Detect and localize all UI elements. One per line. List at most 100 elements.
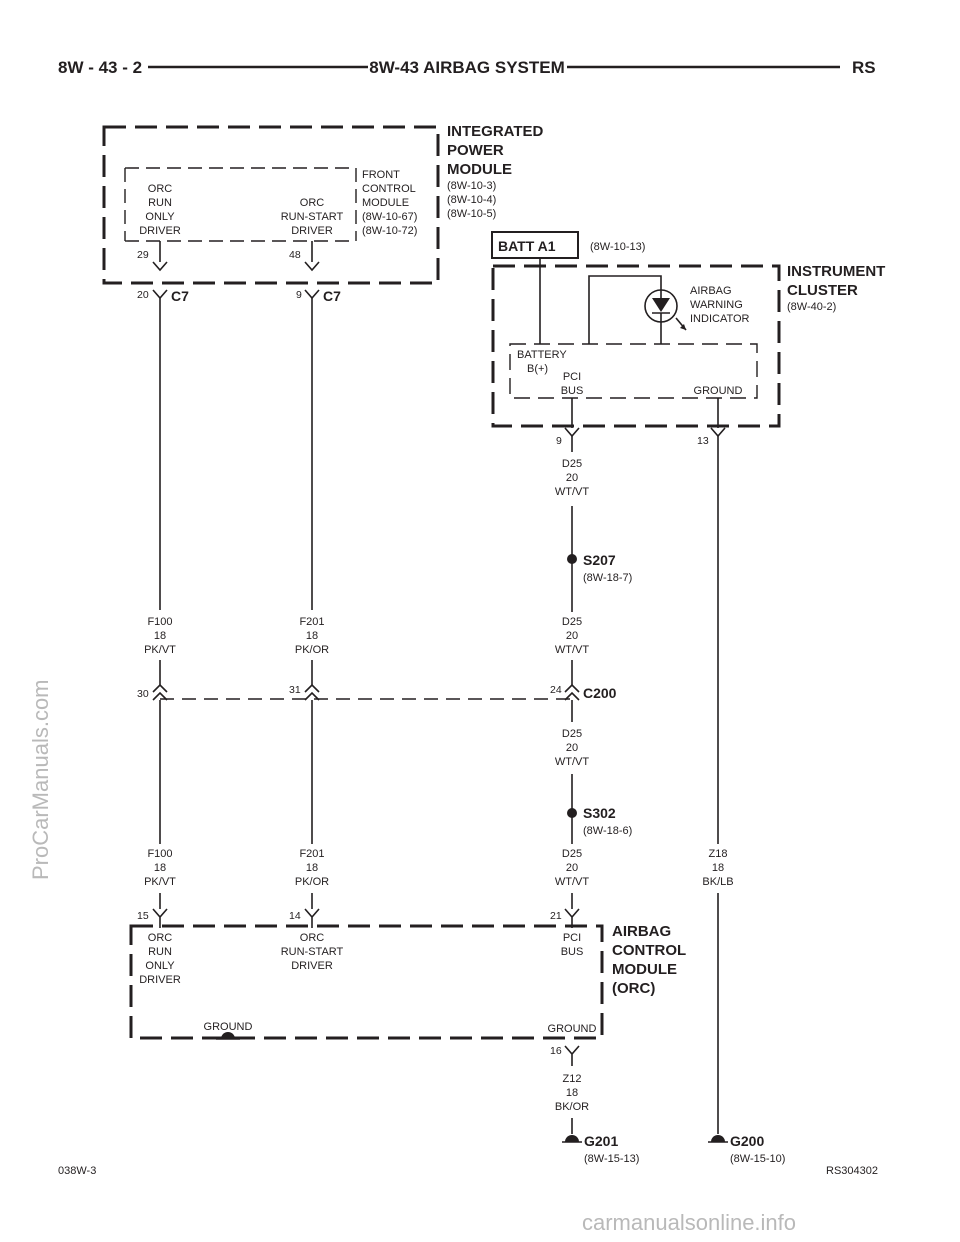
c200-label: C200 (583, 685, 617, 701)
orc-pin-14-terminal (304, 908, 320, 928)
cluster-battery-label-2: B(+) (527, 363, 548, 375)
d25-seg2-gauge: 20 (566, 630, 578, 642)
c200-pin-31: 31 (289, 684, 301, 696)
c7-label-b: C7 (323, 288, 341, 304)
footer-figure-code: 038W-3 (58, 1165, 96, 1177)
ipm-title-2: POWER (447, 142, 504, 159)
f100-upper-color: PK/VT (144, 644, 176, 656)
g200-label: G200 (730, 1133, 764, 1149)
ipm-driver-a-4: DRIVER (139, 225, 181, 237)
integrated-power-module: INTEGRATED POWER MODULE (8W-10-3) (8W-10… (102, 123, 544, 285)
ipm-driver-b-1: ORC (300, 197, 325, 209)
orc-driver-b-3: DRIVER (291, 960, 333, 972)
orc-pin-15: 15 (137, 910, 149, 922)
d25-seg3-color: WT/VT (555, 756, 589, 768)
cluster-boundary (491, 264, 781, 428)
ipm-title-1: INTEGRATED (447, 123, 544, 140)
orc-ground-right-label: GROUND (548, 1023, 597, 1035)
f201-lower-color: PK/OR (295, 876, 329, 888)
batt-a1-box (491, 231, 579, 259)
ipm-ref-1: (8W-10-3) (447, 180, 496, 192)
orc-pin-15-terminal (152, 908, 168, 928)
d25-seg4-color: WT/VT (555, 876, 589, 888)
f201-upper-circuit: F201 (299, 616, 324, 628)
airbag-warning-lamp-icon (644, 288, 687, 331)
ipm-pin-a: 29 (137, 249, 149, 261)
cluster-ground-label: GROUND (694, 385, 743, 397)
header-title: 8W-43 AIRBAG SYSTEM (369, 58, 565, 77)
c7-label-a: C7 (171, 288, 189, 304)
orc-driver-b-1: ORC (300, 932, 325, 944)
orc-driver-a-3: ONLY (145, 960, 175, 972)
instrument-cluster: INSTRUMENT CLUSTER (8W-40-2) AIRBAG WARN… (491, 263, 885, 428)
cluster-pin-pci: 9 (556, 435, 562, 447)
orc-title-2: CONTROL (612, 942, 686, 959)
z18-circuit: Z18 (709, 848, 728, 860)
header-section: RS (852, 58, 876, 77)
batt-a1-ref: (8W-10-13) (590, 241, 645, 253)
s207-label: S207 (583, 552, 616, 568)
g201-label: G201 (584, 1133, 618, 1149)
cluster-pci-label-1: PCI (563, 371, 581, 383)
c7-pin-b-terminal-top (304, 241, 320, 272)
cluster-ref: (8W-40-2) (787, 301, 836, 313)
d25-seg1-gauge: 20 (566, 472, 578, 484)
ipm-driver-b-2: RUN-START (281, 211, 344, 223)
airbag-control-module: AIRBAG CONTROL MODULE (ORC) ORC RUN ONLY… (129, 923, 686, 1040)
c200-connector: 30 31 24 C200 (137, 683, 617, 701)
batt-a1-label: BATT A1 (498, 238, 556, 254)
f100-lower-color: PK/VT (144, 876, 176, 888)
f201-lower-gauge: 18 (306, 862, 318, 874)
orc-driver-a-1: ORC (148, 932, 173, 944)
z12-color: BK/OR (555, 1101, 589, 1113)
airbag-indicator-label-1: AIRBAG (690, 285, 732, 297)
ipm-driver-a-1: ORC (148, 183, 173, 195)
orc-pin-16-terminal (564, 1045, 580, 1066)
g201-ref: (8W-15-13) (584, 1153, 639, 1165)
c7-pin-b-terminal-bottom (304, 289, 320, 300)
cluster-pci-terminal (564, 398, 580, 438)
fcm-label-2: CONTROL (362, 183, 416, 195)
fcm-label-4: (8W-10-67) (362, 211, 417, 223)
s207-splice-dot (567, 554, 577, 564)
d25-seg2-color: WT/VT (555, 644, 589, 656)
z12-gauge: 18 (566, 1087, 578, 1099)
side-watermark: ProCarManuals.com (28, 679, 53, 880)
d25-seg1-color: WT/VT (555, 486, 589, 498)
fcm-label-1: FRONT (362, 169, 400, 181)
orc-title-3: MODULE (612, 961, 677, 978)
f100-lower-circuit: F100 (147, 848, 172, 860)
ipm-boundary (102, 125, 440, 285)
fcm-label-5: (8W-10-72) (362, 225, 417, 237)
f201-upper-gauge: 18 (306, 630, 318, 642)
orc-ground-left-label: GROUND (204, 1021, 253, 1033)
s302-ref: (8W-18-6) (583, 825, 632, 837)
orc-title-1: AIRBAG (612, 923, 671, 940)
orc-driver-a-2: RUN (148, 946, 172, 958)
orc-title-4: (ORC) (612, 980, 655, 997)
d25-seg1-circuit: D25 (562, 458, 582, 470)
cluster-pin-gnd: 13 (697, 435, 709, 447)
c200-pin-24: 24 (550, 684, 562, 696)
orc-pin-14: 14 (289, 910, 301, 922)
d25-seg4-circuit: D25 (562, 848, 582, 860)
c7-pin-a-number: 20 (137, 289, 149, 301)
z18-color: BK/LB (702, 876, 733, 888)
orc-boundary (129, 924, 604, 1040)
s207-ref: (8W-18-7) (583, 572, 632, 584)
f201-lower-circuit: F201 (299, 848, 324, 860)
orc-driver-b-2: RUN-START (281, 946, 344, 958)
ipm-pin-b: 48 (289, 249, 301, 261)
d25-seg3-gauge: 20 (566, 742, 578, 754)
g200-ref: (8W-15-10) (730, 1153, 785, 1165)
airbag-indicator-label-2: WARNING (690, 299, 743, 311)
f201-upper-color: PK/OR (295, 644, 329, 656)
s302-splice-dot (567, 808, 577, 818)
cluster-pci-label-2: BUS (561, 385, 584, 397)
orc-pci-1: PCI (563, 932, 581, 944)
f100-lower-gauge: 18 (154, 862, 166, 874)
c7-pin-a-terminal-top (152, 241, 168, 272)
c7-pin-a-terminal-bottom (152, 289, 168, 300)
d25-seg2-circuit: D25 (562, 616, 582, 628)
